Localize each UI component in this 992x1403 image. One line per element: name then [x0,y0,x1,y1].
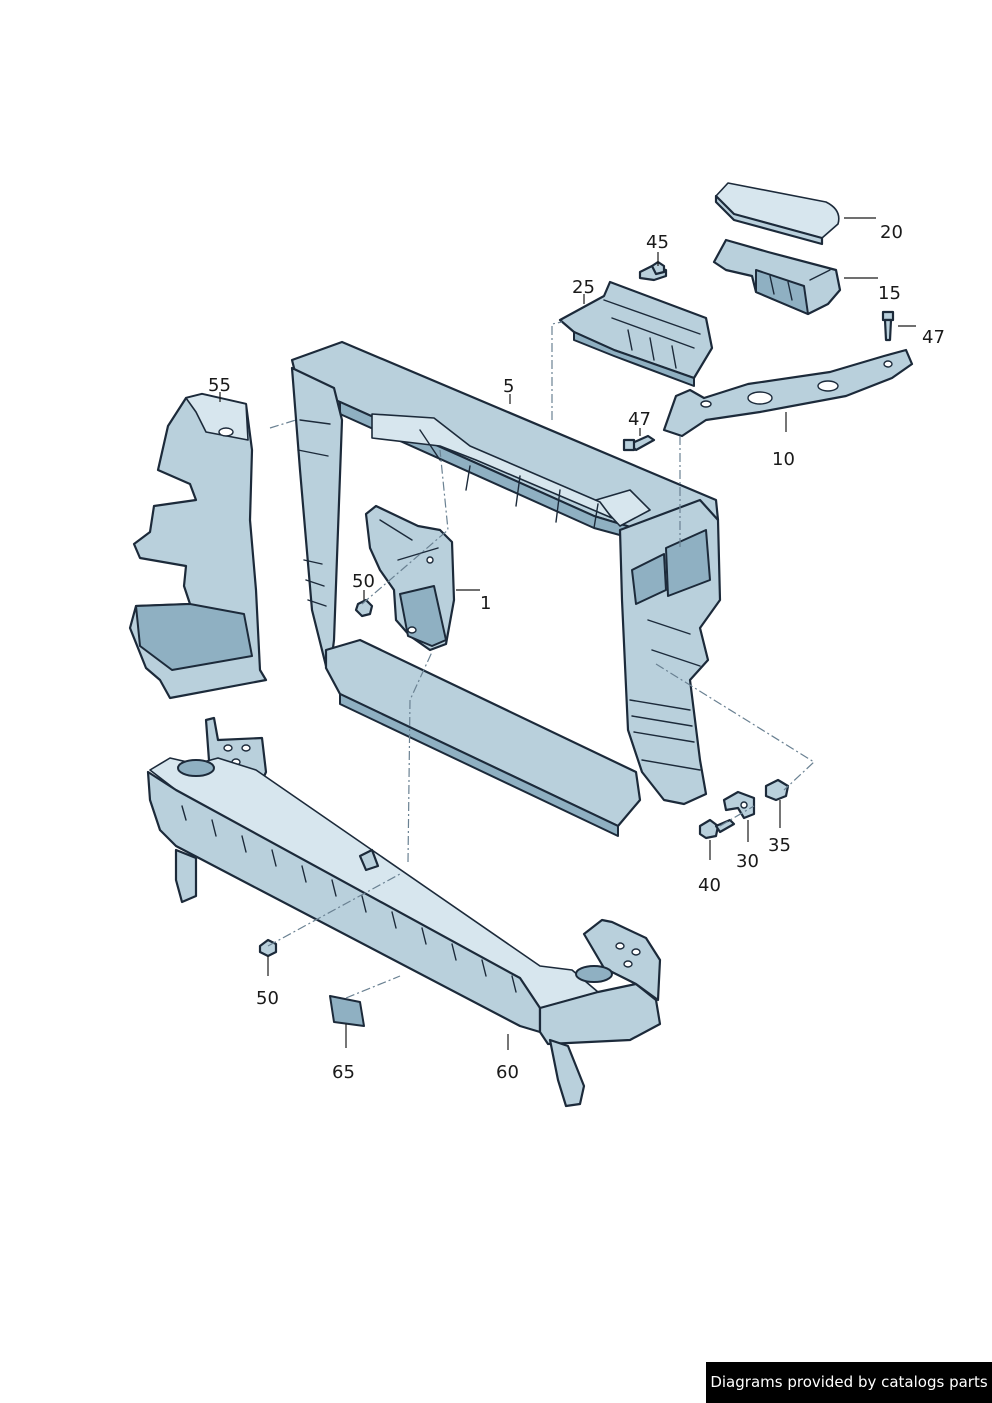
assembly-lines [267,321,815,999]
callout-labels: 20 15 45 47 25 5 55 47 10 50 1 35 30 40 … [208,222,945,1083]
part-20-cover [714,182,840,246]
part-60-bumper-carrier [146,716,662,1108]
part-5-front-frame [290,340,722,837]
part-65-pad [329,995,365,1027]
callout-60: 60 [496,1062,519,1083]
credit-banner: Diagrams provided by catalogs parts [706,1362,992,1403]
callout-50-lower: 50 [256,988,279,1009]
part-35-clip-nut [764,778,790,802]
callout-5: 5 [503,376,514,397]
callout-55: 55 [208,375,231,396]
part-45-bolt [638,260,668,282]
callout-10: 10 [772,449,795,470]
callout-35: 35 [768,835,791,856]
callout-30: 30 [736,851,759,872]
leader-lines [219,217,916,1050]
part-25-channel [558,280,714,387]
part-30-clip [722,790,756,820]
callout-40: 40 [698,875,721,896]
callout-15: 15 [878,283,901,304]
callout-20: 20 [880,222,903,243]
callout-25: 25 [572,277,595,298]
part-1-center-support [364,504,456,652]
callout-45: 45 [646,232,669,253]
part-47-bolt-upper [881,310,895,342]
part-15-air-duct [712,238,842,316]
callout-1: 1 [480,593,491,614]
callout-50-upper: 50 [352,571,375,592]
part-55-air-guide [128,392,268,700]
part-47-bolt-middle [622,434,656,452]
callout-47-upper: 47 [922,327,945,348]
callout-65: 65 [332,1062,355,1083]
callout-47-middle: 47 [628,409,651,430]
part-40-bolt [698,818,736,840]
part-10-bracket [662,348,914,438]
